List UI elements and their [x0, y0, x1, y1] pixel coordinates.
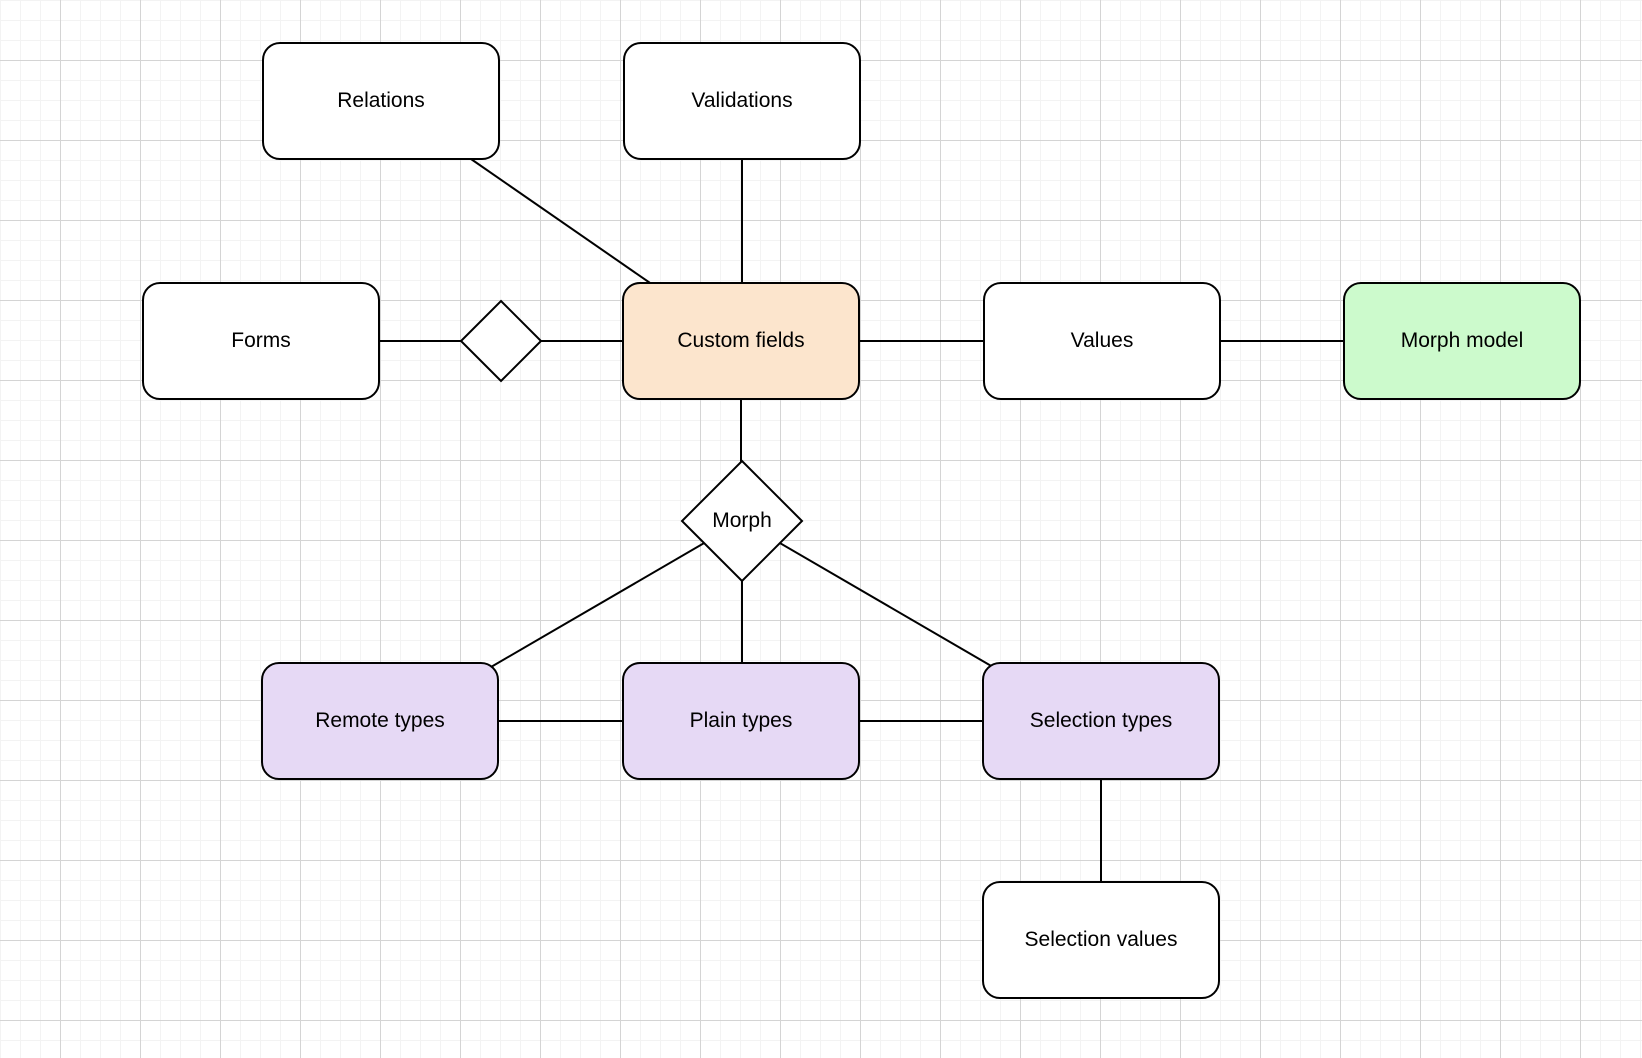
edge-morph-selection-types[interactable] [741, 520, 994, 668]
node-label: Relations [337, 89, 425, 112]
node-label: Plain types [689, 709, 793, 732]
node-label: Remote types [315, 709, 445, 732]
node-validations[interactable]: Validations [623, 42, 861, 160]
node-selection-types[interactable]: Selection types [982, 662, 1220, 780]
node-label: Morph model [1400, 329, 1524, 352]
morph-diamond-label: Morph [712, 509, 772, 532]
morph-diamond[interactable] [680, 459, 804, 583]
node-values[interactable]: Values [983, 282, 1221, 400]
node-label: Validations [691, 89, 793, 112]
relation-link-diamond[interactable] [459, 299, 543, 383]
node-label: Custom fields [677, 329, 805, 352]
node-label: Values [1070, 329, 1134, 352]
node-plain-types[interactable]: Plain types [622, 662, 860, 780]
node-forms[interactable]: Forms [142, 282, 380, 400]
node-relations[interactable]: Relations [262, 42, 500, 160]
node-label: Selection values [1024, 928, 1178, 951]
node-custom-fields[interactable]: Custom fields [622, 282, 860, 400]
node-selection-values[interactable]: Selection values [982, 881, 1220, 999]
node-morph-model[interactable]: Morph model [1343, 282, 1581, 400]
edge-relations-custom-fields[interactable] [470, 158, 654, 286]
node-label: Forms [231, 329, 291, 352]
node-remote-types[interactable]: Remote types [261, 662, 499, 780]
edge-morph-remote-types[interactable] [490, 520, 743, 668]
node-label: Selection types [1029, 709, 1173, 732]
